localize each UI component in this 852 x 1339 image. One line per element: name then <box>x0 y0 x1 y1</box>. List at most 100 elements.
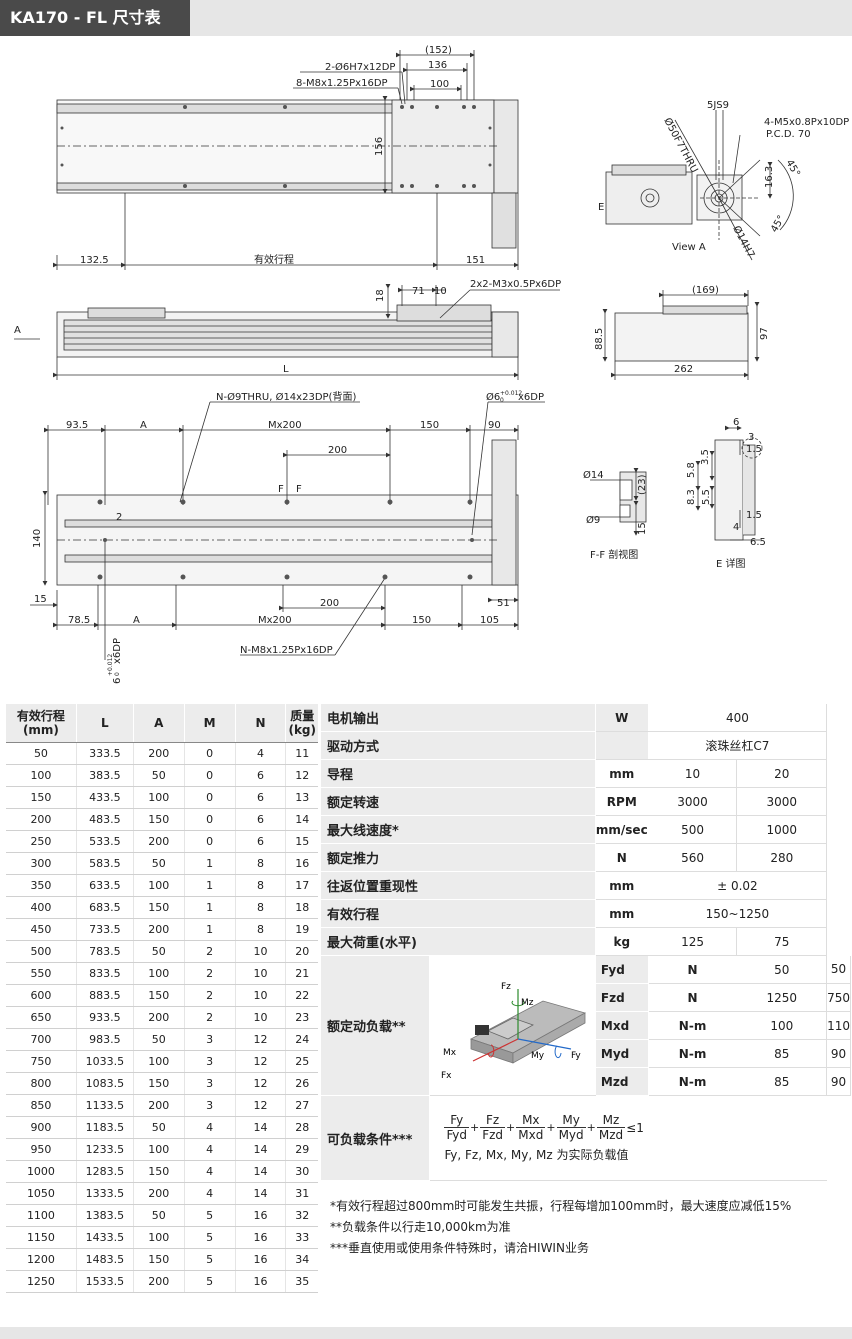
table-cell: 3 <box>184 1028 236 1051</box>
table-cell: 18 <box>285 896 318 919</box>
row-maxspeed: 最大线速度* mm/sec 500 1000 <box>321 815 851 844</box>
table-cell: 1433.5 <box>76 1226 134 1249</box>
unit-myd: N-m <box>648 1039 738 1068</box>
table-cell: 5 <box>184 1270 236 1293</box>
table-cell: 100 <box>133 1050 185 1073</box>
table-cell: 983.5 <box>76 1028 134 1051</box>
table-cell: 33 <box>285 1226 318 1249</box>
label-f-2: F <box>296 484 302 495</box>
e-6: 6 <box>733 417 739 428</box>
table-cell: 3 <box>184 1050 236 1073</box>
frac-mx-num: Mx <box>516 1113 546 1128</box>
tol-vert-lower: 0 <box>114 672 121 676</box>
table-cell: 783.5 <box>76 940 134 963</box>
table-cell: 733.5 <box>76 918 134 941</box>
label-my: My <box>531 1051 545 1061</box>
table-cell: 1150 <box>6 1226 77 1249</box>
e-8-3: 8.3 <box>686 489 697 505</box>
value-payload-2: 75 <box>736 927 828 956</box>
table-cell: 100 <box>133 786 185 809</box>
row-thrust: 额定推力 N 560 280 <box>321 843 851 872</box>
table-cell: 0 <box>184 786 236 809</box>
table-cell: 1033.5 <box>76 1050 134 1073</box>
frac-my-num: My <box>556 1113 586 1128</box>
ff-23: (23) <box>637 474 648 495</box>
table-cell: 1183.5 <box>76 1116 134 1139</box>
load-diagram: Fz Mz Mx My Fy Fx <box>429 955 596 1096</box>
e-5-5: 5.5 <box>701 489 712 505</box>
value-myd-1: 85 <box>736 1039 828 1068</box>
table-cell: 400 <box>6 896 77 919</box>
note-pin-hole: 2-Ø6H7x12DP <box>325 61 395 73</box>
dim-200-bottom: 200 <box>320 598 339 609</box>
table-cell: 950 <box>6 1138 77 1161</box>
table-cell: 27 <box>285 1094 318 1117</box>
table-cell: 12 <box>285 764 318 787</box>
table-cell: 200 <box>133 1006 185 1029</box>
row-dynamic-mxd: Mxd N-m 100 110 <box>321 1011 851 1040</box>
table-cell: 14 <box>235 1160 287 1183</box>
label-myd: Myd <box>595 1039 649 1068</box>
tol-upper: +0.012 <box>500 390 522 397</box>
dim-151: 151 <box>466 255 485 266</box>
table-cell: 14 <box>235 1116 287 1139</box>
table-cell: 533.5 <box>76 830 134 853</box>
e-1-5b: 1.5 <box>746 510 762 521</box>
table-cell: 30 <box>285 1160 318 1183</box>
value-thrust-1: 560 <box>648 843 738 872</box>
table-cell: 50 <box>133 1116 185 1139</box>
table-cell: 200 <box>133 742 185 765</box>
table-cell: 1100 <box>6 1204 77 1227</box>
dim-90: 90 <box>488 420 501 431</box>
label-view-a: View A <box>672 242 706 253</box>
note-keyway: 5JS9 <box>707 100 729 111</box>
dim-136: 136 <box>428 60 447 71</box>
table-cell: 2 <box>184 984 236 1007</box>
table-cell: 15 <box>285 830 318 853</box>
table-cell: 1283.5 <box>76 1160 134 1183</box>
table-cell: 100 <box>133 1138 185 1161</box>
table-cell: 150 <box>6 786 77 809</box>
table-cell: 1 <box>184 874 236 897</box>
table-cell: 600 <box>6 984 77 1007</box>
value-maxspeed-1: 500 <box>648 815 738 844</box>
label-speed: 额定转速 <box>321 787 596 816</box>
value-lead-2: 20 <box>736 759 828 788</box>
value-payload-1: 125 <box>648 927 738 956</box>
label-dynamic: 额定动负载** <box>321 955 431 1096</box>
table-cell: 200 <box>133 1182 185 1205</box>
label-mx: Mx <box>443 1048 457 1058</box>
table-cell: 300 <box>6 852 77 875</box>
dim-2: 2 <box>116 512 122 523</box>
col-a: A <box>133 704 185 743</box>
note-tapped-bottom: N-M8x1.25Px16DP <box>240 645 333 656</box>
dim-71: 71 <box>412 286 425 297</box>
table-cell: 0 <box>184 830 236 853</box>
dim-78-5: 78.5 <box>68 615 90 626</box>
dim-93-5: 93.5 <box>66 420 88 431</box>
table-cell: 24 <box>285 1028 318 1051</box>
row-payload: 最大荷重(水平) kg 125 75 <box>321 927 851 956</box>
value-motor: 400 <box>648 704 828 732</box>
table-cell: 29 <box>285 1138 318 1161</box>
table-cell: 583.5 <box>76 852 134 875</box>
ff-title: F-F 剖视图 <box>590 548 638 561</box>
value-speed-2: 3000 <box>736 787 828 816</box>
value-stroke: 150~1250 <box>648 899 828 928</box>
table-cell: 800 <box>6 1072 77 1095</box>
label-drive: 驱动方式 <box>321 731 596 760</box>
frac-mz-num: Mz <box>596 1113 626 1128</box>
frac-fy-den: Fyd <box>446 1128 467 1142</box>
note-motor-holes: 4-M5x0.8Px10DP <box>764 117 849 128</box>
condition-note: Fy, Fz, Mx, My, Mz 为实际负载值 <box>444 1148 629 1162</box>
